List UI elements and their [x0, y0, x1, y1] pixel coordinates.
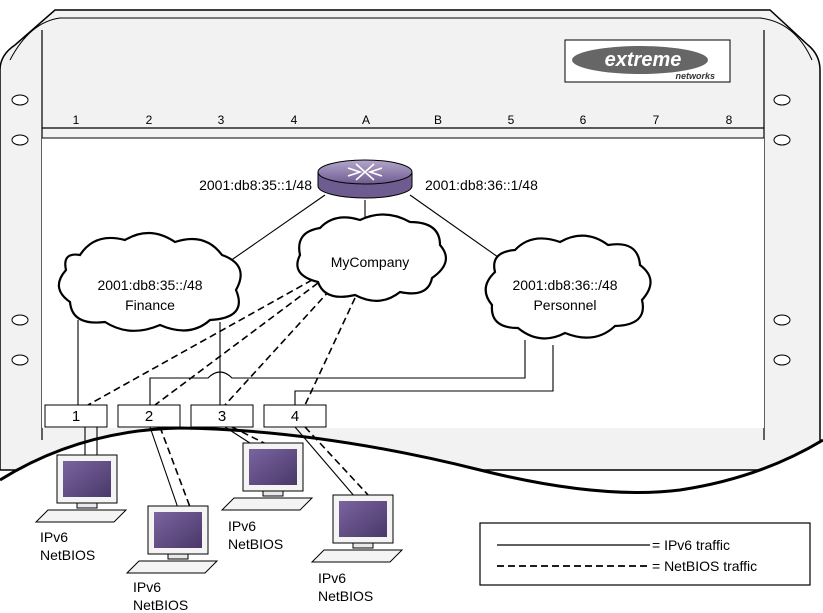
host-3-label-ipv6: IPv6 [228, 518, 256, 534]
host-2-label-ipv6: IPv6 [133, 579, 161, 595]
port-label: 4 [291, 408, 299, 425]
slot-label: B [434, 113, 442, 127]
slot-label: 6 [580, 113, 587, 127]
personnel-name: Personnel [533, 297, 596, 313]
logo-text: extreme [605, 49, 682, 71]
legend-netbios-label: = NetBIOS traffic [652, 558, 757, 574]
host-1-label-netbios: NetBIOS [40, 547, 95, 563]
personnel-subnet: 2001:db8:36::/48 [512, 277, 617, 293]
company-name: MyCompany [331, 254, 410, 270]
host-2-computer-icon [125, 505, 219, 574]
port-2: 2 [117, 404, 181, 428]
cloud-company: MyCompany [296, 213, 448, 302]
host-4-label-netbios: NetBIOS [318, 588, 373, 604]
port-label: 3 [218, 408, 226, 425]
host-3-label-netbios: NetBIOS [228, 536, 283, 552]
slot-label: 7 [653, 113, 660, 127]
router-left-address: 2001:db8:35::1/48 [199, 177, 312, 193]
slot-label: 2 [146, 113, 153, 127]
port-1: 1 [44, 404, 108, 428]
host-1-label-ipv6: IPv6 [40, 529, 68, 545]
host-3-computer-icon [220, 442, 314, 511]
logo-subtext: networks [675, 71, 715, 81]
router-right-address: 2001:db8:36::1/48 [425, 177, 538, 193]
netbios-links [87, 279, 371, 508]
router-icon [317, 159, 413, 199]
rack-holes-right [773, 94, 791, 366]
legend: = IPv6 traffic = NetBIOS traffic [479, 522, 811, 586]
port-3: 3 [190, 404, 254, 428]
brand-logo: extreme networks [564, 39, 731, 83]
port-4: 4 [263, 404, 327, 428]
slot-label: 4 [291, 113, 298, 127]
cloud-finance: 2001:db8:35::/48 Finance [57, 231, 242, 332]
host-1-computer-icon [34, 454, 128, 523]
port-label: 1 [72, 408, 80, 425]
finance-subnet: 2001:db8:35::/48 [97, 277, 202, 293]
slot-labels: 1 2 3 4 A B 5 6 7 8 [73, 113, 733, 127]
slot-label: A [362, 113, 370, 127]
slot-label: 5 [508, 113, 515, 127]
slot-label: 8 [726, 113, 733, 127]
slot-label: 1 [73, 113, 80, 127]
cloud-personnel: 2001:db8:36::/48 Personnel [484, 234, 652, 340]
host-4-label-ipv6: IPv6 [318, 570, 346, 586]
ipv6-links [77, 194, 554, 509]
legend-ipv6-label: = IPv6 traffic [652, 537, 730, 553]
rack-holes-left [11, 94, 29, 366]
port-label: 2 [145, 408, 153, 425]
host-2-label-netbios: NetBIOS [133, 597, 188, 613]
finance-name: Finance [125, 297, 175, 313]
slot-label: 3 [218, 113, 225, 127]
host-4-computer-icon [310, 494, 404, 563]
